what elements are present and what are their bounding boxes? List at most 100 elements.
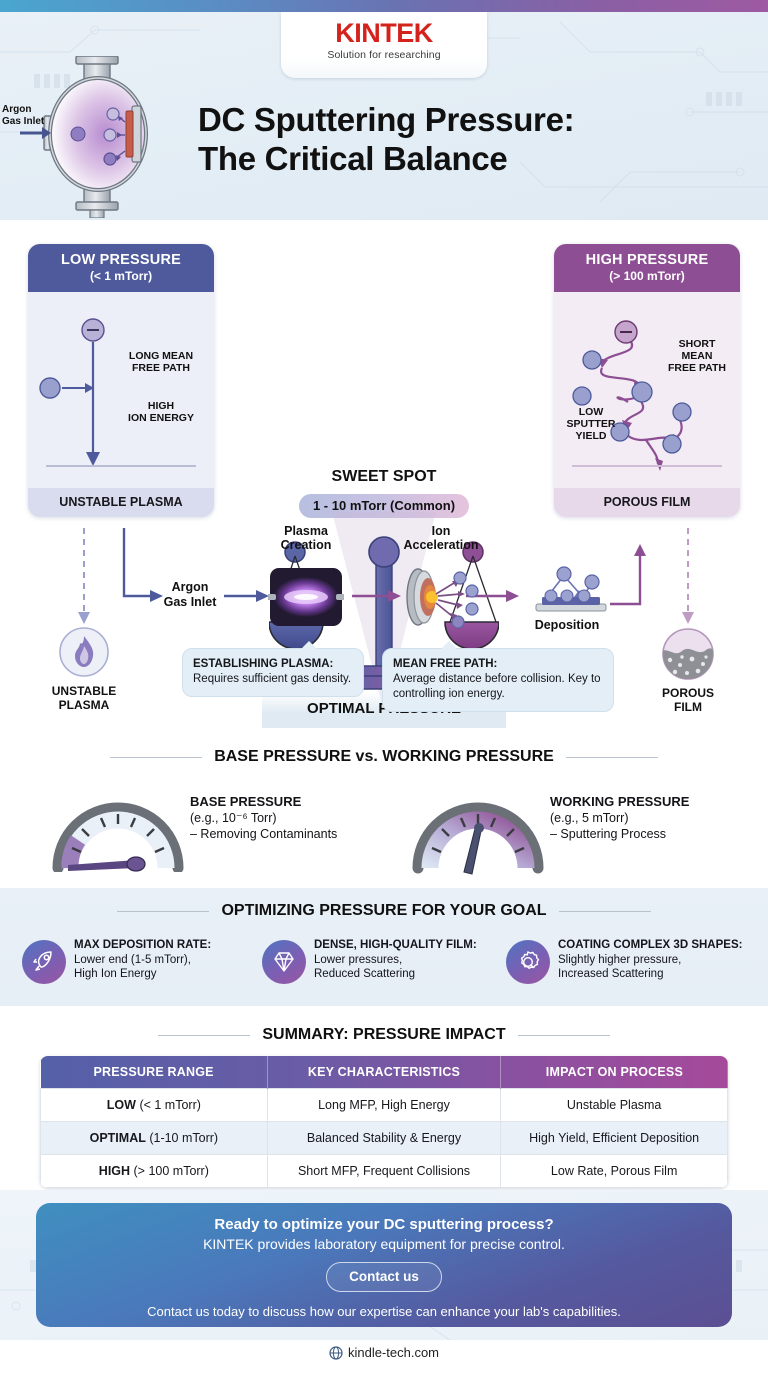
goal-1-line1: Lower end (1-5 mTorr), xyxy=(74,953,191,966)
short-mean-free-path-diagram xyxy=(572,320,722,471)
footer-site-text: kindle-tech.com xyxy=(347,1345,440,1360)
goal-2-title: DENSE, HIGH-QUALITY FILM: xyxy=(314,939,477,951)
row2-range-rest: (1-10 mTorr) xyxy=(145,1131,219,1145)
goal-3-text: COATING COMPLEX 3D SHAPES: Slightly high… xyxy=(558,938,756,982)
goal-2-line1: Lower pressures, xyxy=(314,953,403,966)
diamond-icon xyxy=(262,940,306,984)
porous-film-icon xyxy=(662,628,714,680)
base-vs-working-heading: BASE PRESSURE vs. WORKING PRESSURE xyxy=(0,748,768,766)
high-pressure-diagram: SHORT MEAN FREE PATH LOW SPUTTER YIELD xyxy=(554,292,740,488)
lsy-line2: SPUTTER xyxy=(566,418,616,430)
goal-coating-complex-3d-shapes: COATING COMPLEX 3D SHAPES: Slightly high… xyxy=(506,938,756,984)
unstable-line1: UNSTABLE xyxy=(51,684,117,698)
working-pressure-text: WORKING PRESSURE (e.g., 5 mTorr) – Sputt… xyxy=(550,794,750,842)
unstable-plasma-endcap-label: UNSTABLE PLASMA xyxy=(40,684,128,712)
goal-1-line2: High Ion Energy xyxy=(74,968,157,980)
row2-range: OPTIMAL (1-10 mTorr) xyxy=(40,1121,268,1155)
establishing-plasma-callout: ESTABLISHING PLASMA: Requires sufficient… xyxy=(182,641,364,697)
logo-wordmark: KINTEK xyxy=(281,18,487,48)
row3-range-bold: HIGH xyxy=(98,1164,131,1178)
ion-title-line1: Ion xyxy=(431,524,451,538)
smfp-line1: SHORT xyxy=(678,338,716,350)
contact-us-button[interactable]: Contact us xyxy=(326,1262,442,1292)
plasma-creation-title: Plasma Creation xyxy=(258,524,354,552)
argon-gas-inlet-label: Argon Gas Inlet xyxy=(2,104,60,127)
working-pressure-value: (e.g., 5 mTorr) xyxy=(550,811,629,825)
lmfp-line2: FREE PATH xyxy=(132,362,190,374)
kintek-logo-card: KINTEK Solution for researching xyxy=(281,12,487,78)
opt-rule-right xyxy=(558,910,651,912)
long-mean-free-path-label: LONG MEAN FREE PATH xyxy=(114,350,208,374)
callout1-title: ESTABLISHING PLASMA: xyxy=(193,658,334,670)
rocket-icon xyxy=(22,940,66,984)
high-pressure-card: HIGH PRESSURE (> 100 mTorr) xyxy=(554,244,740,517)
base-pressure-gauge xyxy=(52,802,184,872)
table-header-row: PRESSURE RANGE KEY CHARACTERISTICS IMPAC… xyxy=(40,1056,728,1089)
callout2-title: MEAN FREE PATH: xyxy=(393,658,498,670)
high-pressure-outcome: POROUS FILM xyxy=(554,488,740,517)
base-pressure-purpose: – Removing Contaminants xyxy=(190,827,338,841)
working-pressure-gauge xyxy=(412,802,544,875)
sweet-spot-title: SWEET SPOT xyxy=(331,468,437,485)
goal-1-title: MAX DEPOSITION RATE: xyxy=(74,939,212,951)
logo-tagline: Solution for researching xyxy=(327,49,441,61)
unstable-plasma-icon xyxy=(59,627,109,677)
porous-film-endcap-label: POROUS FILM xyxy=(644,686,732,714)
high-ion-energy-label: HIGH ION ENERGY xyxy=(114,400,208,424)
hie-line1: HIGH xyxy=(147,400,175,412)
optimizing-section: OPTIMIZING PRESSURE FOR YOUR GOAL MAX DE… xyxy=(0,888,768,1006)
flow-connectors xyxy=(78,528,694,624)
page-title: DC Sputtering Pressure: The Critical Bal… xyxy=(198,100,738,178)
row1-range-bold: LOW xyxy=(106,1098,136,1112)
sum-rule-right xyxy=(517,1034,610,1036)
gauges-section: BASE PRESSURE (e.g., 10⁻⁶ Torr) – Removi… xyxy=(0,780,768,880)
goal-3-line2: Increased Scattering xyxy=(558,968,664,980)
base-pressure-value: (e.g., 10⁻⁶ Torr) xyxy=(190,811,277,825)
argon-label-line2: Gas Inlet xyxy=(2,115,45,127)
top-gradient-bar xyxy=(0,0,768,12)
callout2-body: Average distance before collision. Key t… xyxy=(393,673,601,700)
logo-k-letter: K xyxy=(335,18,355,48)
long-mean-free-path-diagram xyxy=(39,318,196,467)
base-pressure-text: BASE PRESSURE (e.g., 10⁻⁶ Torr) – Removi… xyxy=(190,794,380,842)
pressure-comparison-section: LOW PRESSURE (< 1 mTorr) LONG MEAN FREE … xyxy=(0,230,768,728)
callout1-body: Requires sufficient gas density. xyxy=(193,673,352,685)
optimizing-title: OPTIMIZING PRESSURE FOR YOUR GOAL xyxy=(221,902,547,919)
summary-table-wrapper: PRESSURE RANGE KEY CHARACTERISTICS IMPAC… xyxy=(40,1056,728,1188)
lsy-line3: YIELD xyxy=(575,430,607,442)
working-pressure-name: WORKING PRESSURE xyxy=(550,794,690,809)
optimizing-heading: OPTIMIZING PRESSURE FOR YOUR GOAL xyxy=(0,902,768,920)
low-sputter-yield-label: LOW SPUTTER YIELD xyxy=(558,406,624,442)
globe-icon xyxy=(329,1346,343,1363)
table-row: OPTIMAL (1-10 mTorr) Balanced Stability … xyxy=(40,1121,728,1155)
ion-acceleration-title: Ion Acceleration xyxy=(388,524,494,552)
working-pressure-purpose: – Sputtering Process xyxy=(550,827,667,841)
heading-rule-left xyxy=(110,756,203,758)
base-pressure-name: BASE PRESSURE xyxy=(190,794,302,809)
goal-2-text: DENSE, HIGH-QUALITY FILM: Lower pressure… xyxy=(314,938,498,982)
plasma-chamber-icon xyxy=(268,568,344,626)
plasma-title-line2: Creation xyxy=(280,538,332,552)
argon-label-line1: Argon xyxy=(2,104,32,115)
high-pressure-title: HIGH PRESSURE xyxy=(585,252,709,268)
goal-1-text: MAX DEPOSITION RATE: Lower end (1-5 mTor… xyxy=(74,938,258,982)
ion-acceleration-icon xyxy=(406,568,479,629)
low-pressure-title: LOW PRESSURE xyxy=(60,252,182,268)
row3-impact: Low Rate, Porous Film xyxy=(500,1154,728,1188)
col-impact-on-process: IMPACT ON PROCESS xyxy=(545,1065,683,1079)
row1-range: LOW (< 1 mTorr) xyxy=(40,1088,268,1122)
base-vs-working-title: BASE PRESSURE vs. WORKING PRESSURE xyxy=(214,748,554,765)
gear-icon xyxy=(506,940,550,984)
cta-headline: Ready to optimize your DC sputtering pro… xyxy=(214,1216,554,1233)
footer-site-link[interactable]: kindle-tech.com xyxy=(0,1345,768,1363)
row2-range-bold: OPTIMAL xyxy=(89,1131,146,1145)
col-pressure-range: PRESSURE RANGE xyxy=(40,1056,268,1089)
porous-line2: FILM xyxy=(674,700,702,714)
row1-characteristics: Long MFP, High Energy xyxy=(266,1088,502,1122)
row2-impact: High Yield, Efficient Deposition xyxy=(500,1121,728,1155)
vacuum-chamber-illustration xyxy=(20,56,148,218)
hie-line2: ION ENERGY xyxy=(128,412,194,424)
process-flow-section: UNSTABLE PLASMA Argon Gas Inlet Plasma C… xyxy=(0,524,768,728)
goal-max-deposition-rate: MAX DEPOSITION RATE: Lower end (1-5 mTor… xyxy=(22,938,258,984)
